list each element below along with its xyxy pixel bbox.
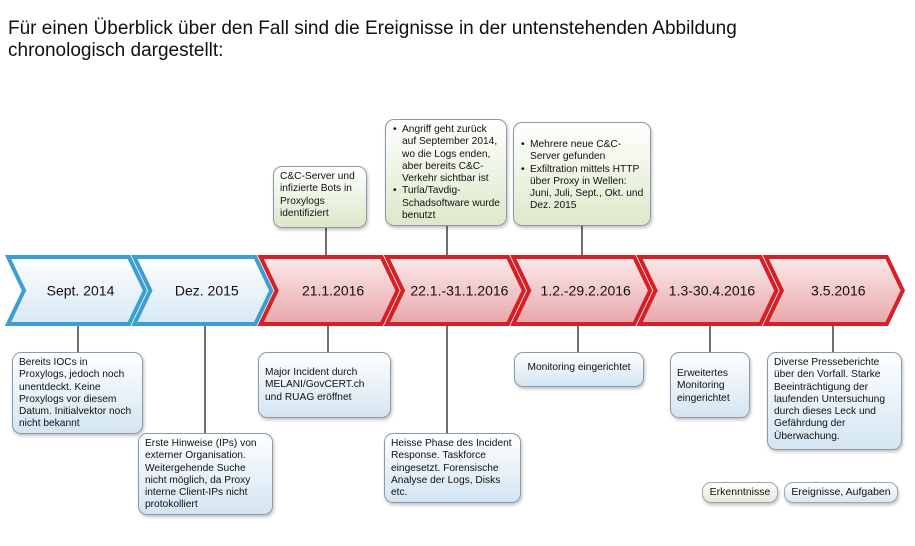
finding-text-1: C&C-Server und infizierte Bots in Proxyl… [280, 171, 355, 219]
timeline-chevron-2 [131, 255, 274, 326]
timeline-label-2: Dez. 2015 [175, 283, 239, 299]
legend-findings-label: Erkenntnisse [709, 486, 771, 498]
timeline-chevron-4 [383, 255, 527, 326]
timeline-label-1: Sept. 2014 [47, 283, 115, 299]
legend-findings: Erkenntnisse [702, 482, 778, 503]
finding-2-item-1: Angriff geht zurück auf September 2014, … [393, 124, 500, 185]
event-text-4: Heisse Phase des Incident Response. Task… [391, 438, 512, 499]
event-box-4: Heisse Phase des Incident Response. Task… [384, 433, 521, 503]
event-text-5: Monitoring eingerichtet [527, 362, 631, 373]
timeline-chevron-7 [762, 255, 906, 326]
finding-box-3: Mehrere neue C&C-Server gefunden Exfiltr… [513, 122, 651, 226]
finding-3-item-2: Exfiltration mittels HTTP über Proxy in … [521, 164, 644, 213]
timeline-chevron-5 [510, 255, 653, 326]
timeline-chevron-1 [4, 255, 148, 326]
timeline-label-6: 1.3-30.4.2016 [669, 283, 756, 299]
timeline-label-7: 3.5.2016 [811, 283, 866, 299]
event-box-2: Erste Hinweise (IPs) von externer Organi… [138, 433, 273, 515]
event-text-7: Diverse Presseberichte über den Vorfall.… [774, 357, 886, 442]
event-box-5: Monitoring eingerichtet [514, 352, 644, 387]
event-box-1: Bereits IOCs in Proxylogs, jedoch noch u… [12, 352, 143, 434]
intro-line-2: chronologisch dargestellt: [8, 40, 224, 61]
event-text-3: Major Incident durch MELANI/GovCERT.ch u… [265, 367, 365, 403]
finding-2-item-2: Turla/Tavdig-Schadsoftware wurde benutzt [393, 185, 500, 222]
event-text-6: Erweitertes Monitoring eingerichtet [677, 368, 730, 404]
timeline-chevron-6 [636, 255, 779, 326]
connector-lines [77, 226, 834, 433]
finding-3-item-1: Mehrere neue C&C-Server gefunden [521, 139, 644, 164]
intro-line-1: Für einen Überblick über den Fall sind d… [8, 18, 737, 39]
event-box-3: Major Incident durch MELANI/GovCERT.ch u… [258, 352, 391, 418]
legend-events-label: Ereignisse, Aufgaben [791, 486, 891, 498]
legend-events: Ereignisse, Aufgaben [784, 482, 898, 503]
timeline-chevron-3 [257, 255, 400, 326]
finding-box-2: Angriff geht zurück auf September 2014, … [385, 119, 507, 226]
timeline-label-3: 21.1.2016 [302, 283, 364, 299]
event-box-6: Erweitertes Monitoring eingerichtet [670, 352, 750, 418]
event-box-7: Diverse Presseberichte über den Vorfall.… [767, 352, 902, 450]
timeline-label-5: 1.2.-29.2.2016 [541, 283, 632, 299]
event-text-1: Bereits IOCs in Proxylogs, jedoch noch u… [19, 357, 132, 430]
timeline-label-4: 22.1.-31.1.2016 [410, 283, 508, 299]
finding-box-1: C&C-Server und infizierte Bots in Proxyl… [273, 166, 367, 228]
intro-text: Für einen Überblick über den Fall sind d… [8, 18, 888, 62]
event-text-2: Erste Hinweise (IPs) von externer Organi… [145, 438, 257, 511]
